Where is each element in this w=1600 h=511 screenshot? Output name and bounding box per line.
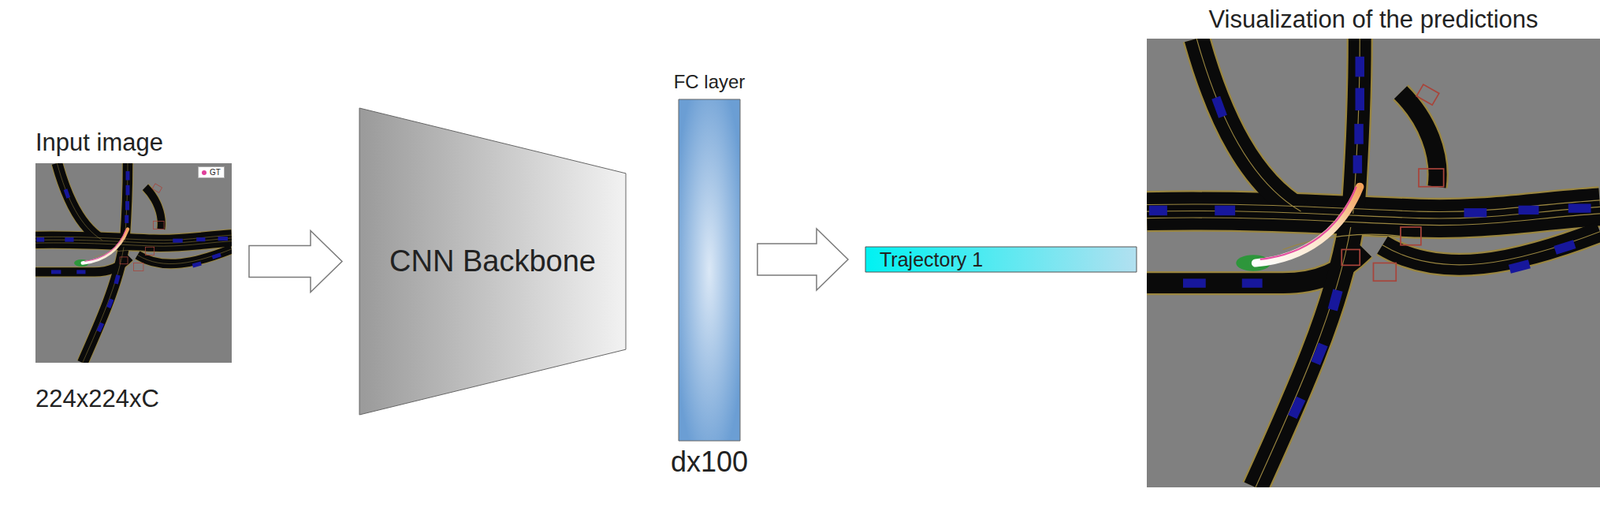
prediction-map bbox=[1146, 38, 1600, 488]
legend-text: GT bbox=[209, 167, 221, 177]
input-map bbox=[35, 163, 232, 363]
fc-layer: FC layerdx100 bbox=[678, 99, 741, 441]
fc-outline bbox=[678, 99, 741, 441]
legend-swatch bbox=[201, 170, 207, 175]
node-label: Trajectory 1 bbox=[879, 248, 983, 272]
legend: GT bbox=[197, 166, 225, 179]
node-sublabel: dx100 bbox=[670, 445, 748, 478]
node-label: FC layer bbox=[673, 70, 746, 94]
input-image: Input image224x224xC bbox=[35, 163, 232, 363]
trajectory-bar: Trajectory 1 bbox=[865, 246, 1137, 272]
node-label: Visualization of the predictions bbox=[1208, 5, 1538, 34]
node-sublabel: 224x224xC bbox=[35, 384, 160, 414]
prediction-image: Visualization of the predictions bbox=[1146, 38, 1600, 488]
block-arrow bbox=[249, 230, 343, 293]
block-arrow bbox=[757, 228, 849, 291]
node-label: Input image bbox=[35, 128, 164, 157]
cnn-backbone: CNN Backbone bbox=[359, 107, 626, 415]
node-label: CNN Backbone bbox=[389, 244, 596, 280]
